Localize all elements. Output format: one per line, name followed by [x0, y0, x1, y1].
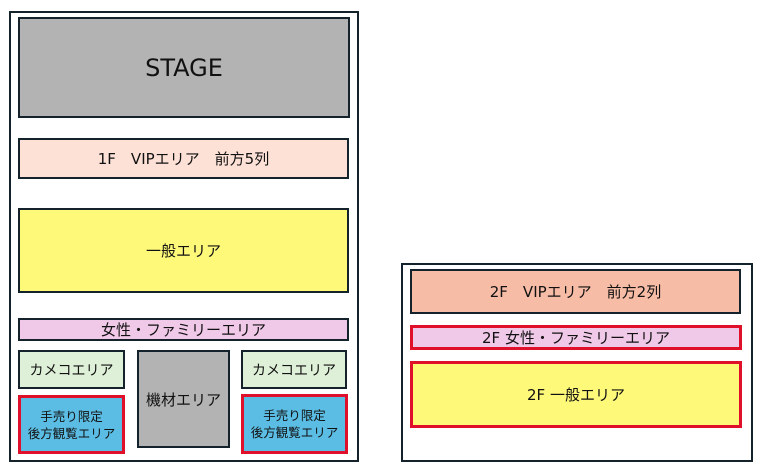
- vip-area-2f[interactable]: 2F VIPエリア 前方2列: [410, 269, 741, 314]
- women-family-area-2f-label: 2F 女性・ファミリーエリア: [482, 329, 670, 347]
- general-area-2f[interactable]: 2F 一般エリア: [410, 361, 742, 428]
- handsale-right-line2: 後方観覧エリア: [250, 425, 339, 440]
- equipment-area-label: 機材エリア: [145, 390, 221, 409]
- handsale-left-line2: 後方観覧エリア: [27, 425, 116, 441]
- kameko-area-left-label: カメコエリア: [29, 362, 114, 379]
- handsale-right-line1: 手売り限定: [263, 408, 326, 423]
- women-family-area-2f[interactable]: 2F 女性・ファミリーエリア: [410, 325, 742, 350]
- women-family-area-1f[interactable]: 女性・ファミリーエリア: [18, 318, 349, 341]
- vip-area-1f[interactable]: 1F VIPエリア 前方5列: [18, 138, 349, 179]
- general-area-1f[interactable]: 一般エリア: [18, 208, 349, 293]
- kameko-area-right-label: カメコエリア: [252, 362, 336, 379]
- kameko-area-right[interactable]: カメコエリア: [241, 350, 347, 389]
- vip-area-2f-label: 2F VIPエリア 前方2列: [489, 283, 662, 301]
- women-family-area-1f-label: 女性・ファミリーエリア: [100, 321, 266, 339]
- vip-area-1f-label: 1F VIPエリア 前方5列: [97, 150, 270, 168]
- kameko-area-left[interactable]: カメコエリア: [18, 350, 125, 389]
- handsale-area-left[interactable]: 手売り限定後方観覧エリア: [18, 395, 125, 454]
- handsale-area-right[interactable]: 手売り限定後方観覧エリア: [241, 394, 348, 454]
- stage-label: STAGE: [145, 53, 223, 82]
- handsale-left-line1: 手売り限定: [40, 408, 103, 424]
- general-area-2f-label: 2F 一般エリア: [527, 386, 625, 404]
- general-area-1f-label: 一般エリア: [145, 242, 221, 260]
- stage-area: STAGE: [18, 17, 350, 118]
- equipment-area: 機材エリア: [137, 350, 230, 448]
